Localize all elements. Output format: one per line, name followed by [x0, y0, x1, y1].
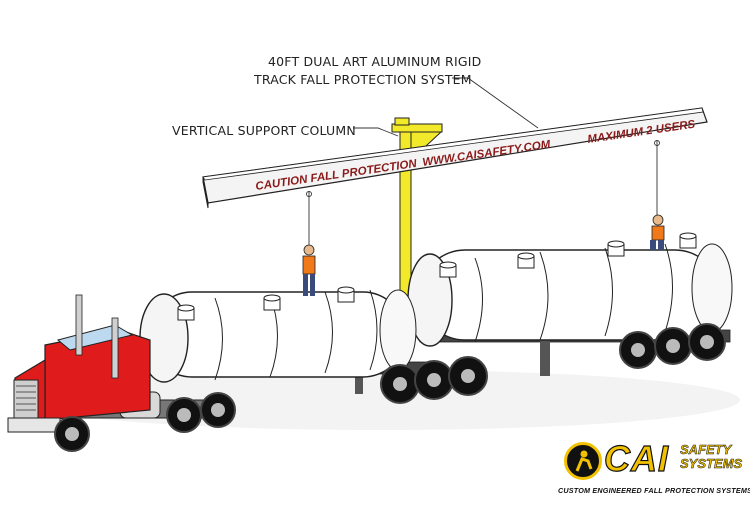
callout-vertical-support-column: VERTICAL SUPPORT COLUMN — [172, 123, 356, 138]
callout-system-title-line1: 40FT DUAL ART ALUMINUM RIGID — [268, 54, 482, 69]
rear-tanker-trailer — [407, 232, 733, 376]
worker-left — [302, 244, 316, 296]
logo-word-systems: SYSTEMS — [680, 456, 743, 471]
callout-leaders — [353, 77, 539, 137]
callout-system-title-line2: TRACK FALL PROTECTION SYSTEM — [254, 72, 472, 87]
cai-safety-logo: CAI SAFETY SYSTEMS CUSTOM ENGINEERED FAL… — [558, 437, 750, 500]
logo-word-safety: SAFETY — [680, 442, 732, 457]
worker-right — [650, 214, 665, 250]
logo-tagline: CUSTOM ENGINEERED FALL PROTECTION SYSTEM… — [558, 486, 750, 495]
logo-name: CAI — [603, 437, 669, 479]
lanyards — [306, 140, 660, 248]
safety-worker-icon — [564, 442, 602, 480]
front-tanker-trailer — [139, 286, 488, 404]
semi-truck — [7, 294, 236, 452]
